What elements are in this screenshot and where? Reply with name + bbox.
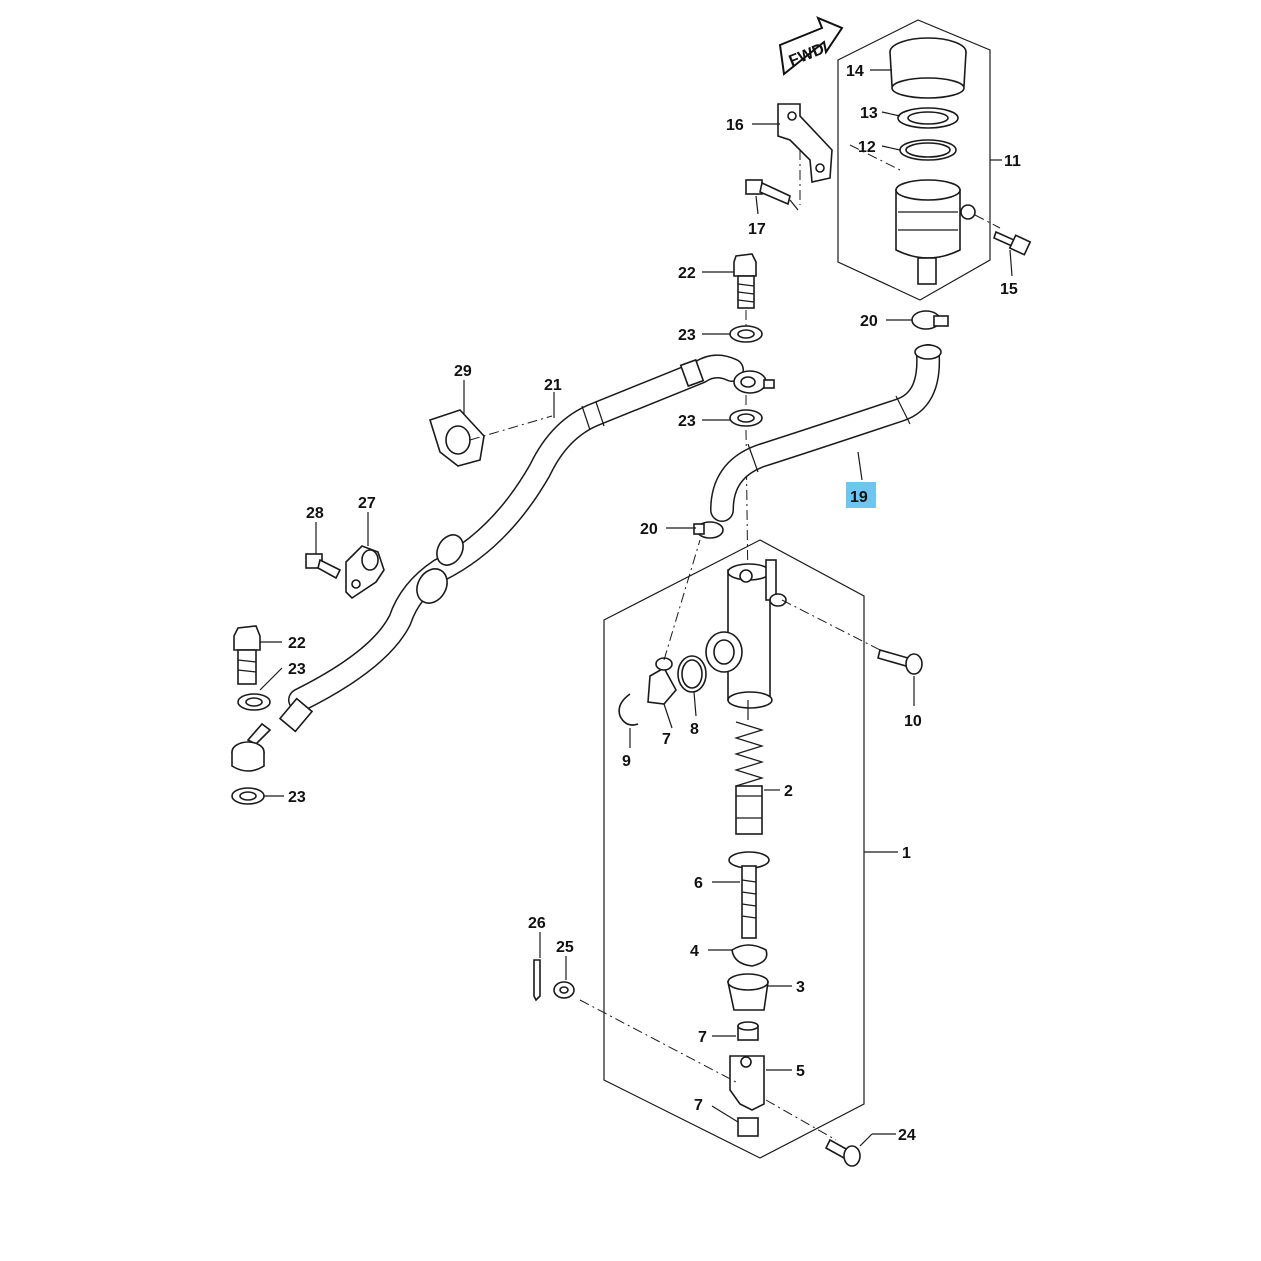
brake-hose-21 <box>231 354 775 772</box>
bracket-17 <box>777 103 833 205</box>
callout-23-a[interactable]: 23 <box>678 327 696 344</box>
banjo-bolt-22-left <box>233 625 261 685</box>
callout-1[interactable]: 1 <box>902 845 911 862</box>
callout-16[interactable]: 15 <box>1000 281 1018 298</box>
callout-3[interactable]: 3 <box>796 979 805 996</box>
clamp-20-top <box>911 310 949 330</box>
bolt-28 <box>305 553 342 580</box>
hose-clip-29 <box>429 409 553 467</box>
callout-12[interactable]: 11 <box>1004 153 1021 170</box>
callout-27[interactable]: 27 <box>358 495 376 512</box>
callout-26[interactable]: 26 <box>528 915 546 932</box>
callout-23-d[interactable]: 23 <box>288 789 306 806</box>
callout-11[interactable]: 10 <box>904 713 922 730</box>
callout-6[interactable]: 6 <box>694 875 703 892</box>
highlight-19 <box>846 482 876 508</box>
callout-8[interactable]: 7 <box>662 731 671 748</box>
callout-22-top[interactable]: 22 <box>678 265 696 282</box>
callout-13[interactable]: 12 <box>858 139 876 156</box>
callout-17[interactable]: 16 <box>726 117 744 134</box>
fwd-arrow-icon: FWD <box>778 16 844 76</box>
callout-14[interactable]: 13 <box>860 105 878 122</box>
callout-10[interactable]: 9 <box>622 753 631 770</box>
callout-22-left[interactable]: 22 <box>288 635 306 652</box>
callout-5[interactable]: 5 <box>796 1063 805 1080</box>
reservoir-hose-19 <box>710 344 942 522</box>
callout-23-b[interactable]: 23 <box>678 413 696 430</box>
bolt-16 <box>993 230 1032 256</box>
banjo-bolt-22-top <box>733 253 757 330</box>
callout-9[interactable]: 8 <box>690 721 699 738</box>
callout-25[interactable]: 25 <box>556 939 574 956</box>
callout-19[interactable]: 19 <box>850 489 868 506</box>
bracket-27 <box>345 545 385 600</box>
callout-23-c[interactable]: 23 <box>288 661 306 678</box>
callout-7-bottom[interactable]: 7 <box>694 1097 703 1114</box>
callout-29[interactable]: 29 <box>454 363 472 380</box>
reservoir-assembly <box>837 19 1001 301</box>
leader-lines <box>259 69 1013 1147</box>
callout-28[interactable]: 28 <box>306 505 324 522</box>
master-cylinder-assembly <box>579 539 881 1159</box>
callout-15[interactable]: 14 <box>846 63 864 80</box>
screw-11 <box>877 649 923 675</box>
callout-20-bottom[interactable]: 20 <box>640 521 658 538</box>
callout-7-top[interactable]: 7 <box>698 1029 707 1046</box>
callout-20-top[interactable]: 20 <box>860 313 878 330</box>
clamp-20-bottom <box>693 521 724 539</box>
cotter-pin-26 <box>533 959 541 1002</box>
callout-24[interactable]: 24 <box>898 1127 916 1144</box>
callout-21[interactable]: 21 <box>544 377 562 394</box>
pin-24 <box>824 1138 861 1167</box>
callout-2[interactable]: 2 <box>784 783 793 800</box>
bolt-18 <box>745 179 799 211</box>
callout-4[interactable]: 4 <box>690 943 699 960</box>
callout-18[interactable]: 17 <box>748 221 766 238</box>
callout-labels: 14 13 12 11 15 16 17 22 23 23 20 19 20 2… <box>288 63 1021 1144</box>
